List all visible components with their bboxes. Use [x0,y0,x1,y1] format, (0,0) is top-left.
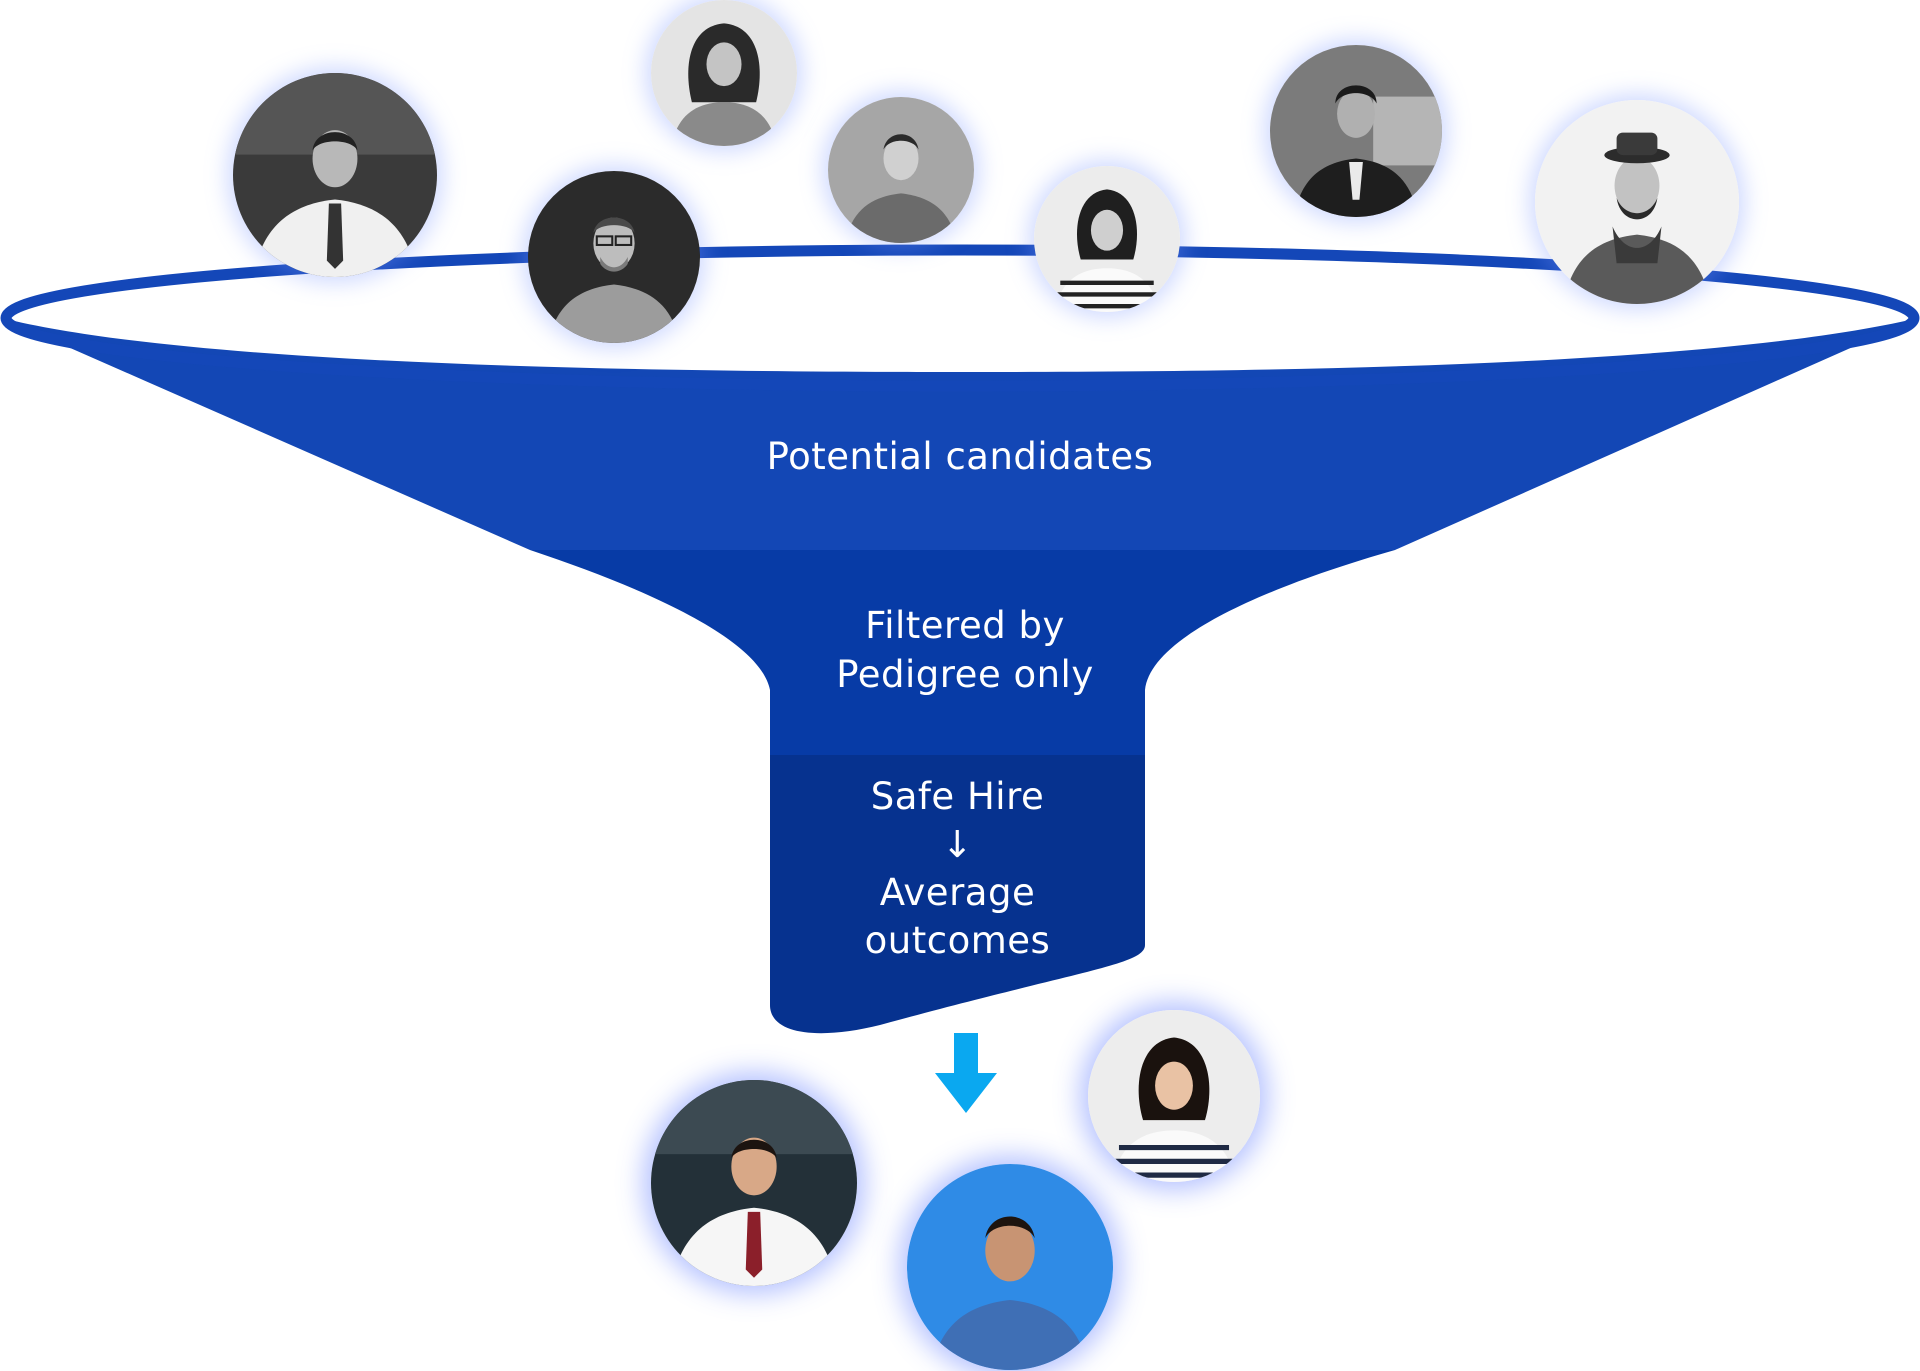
stage3-line-1: Safe Hire [870,775,1045,818]
candidate-avatar-5 [1034,166,1180,312]
funnel-body-mid [530,550,1395,755]
stage3-line-3: Average [879,871,1036,914]
candidate-avatar-3 [528,171,700,343]
stage3-arrow-glyph: ↓ [941,823,974,866]
stage3-line-4: outcomes [864,919,1051,962]
candidate-avatar-4 [828,97,974,243]
stage1-line: Potential candidates [766,435,1154,478]
candidate-avatar-7 [1535,100,1739,304]
hired-avatar-2 [1088,1010,1260,1182]
candidate-avatar-2 [651,0,797,146]
stage-filtered-label: Filtered by Pedigree only [760,601,1170,699]
stage2-line-1: Filtered by [865,604,1065,647]
hired-avatar-1 [651,1080,857,1286]
arrow-down-icon [935,1033,997,1113]
funnel-rim [0,244,1920,392]
candidate-avatar-6 [1270,45,1442,217]
stage-potential-candidates-label: Potential candidates [660,432,1260,482]
funnel-spout [770,755,1145,1034]
candidate-avatar-1 [233,73,437,277]
stage-safe-hire-label: Safe Hire ↓ Average outcomes [770,773,1145,965]
stage2-line-2: Pedigree only [836,653,1094,696]
hired-avatar-3 [907,1164,1113,1370]
